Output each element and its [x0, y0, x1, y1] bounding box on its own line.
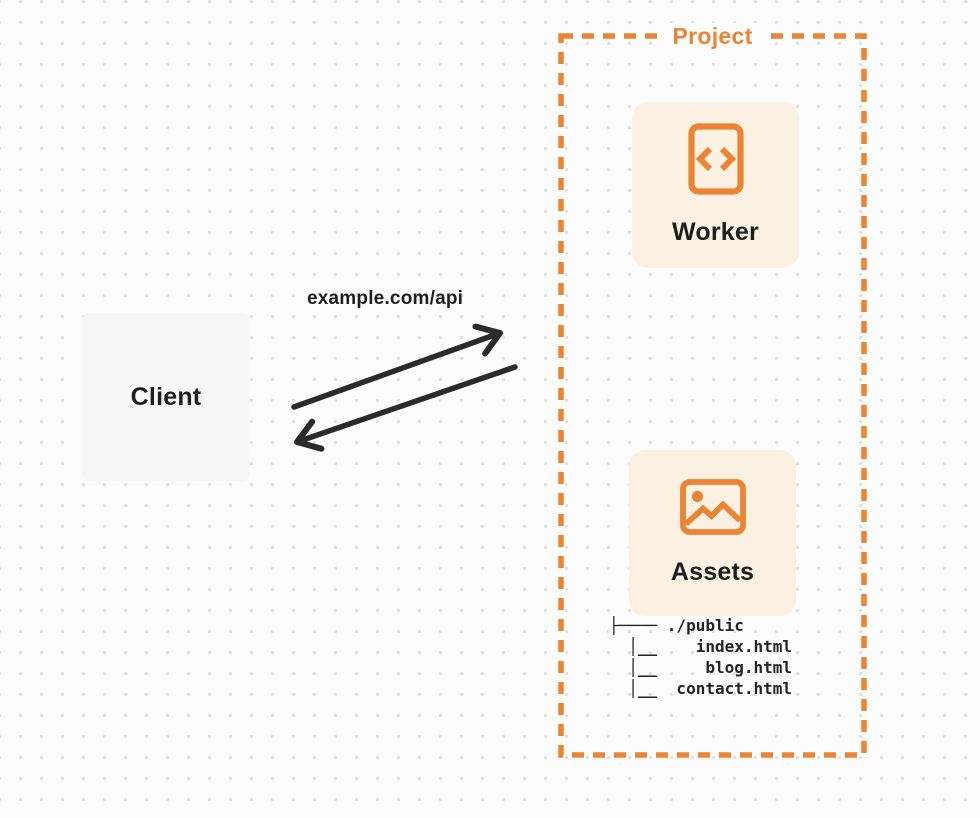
- assets-node: Assets: [629, 450, 796, 616]
- client-node: Client: [82, 313, 250, 481]
- worker-label: Worker: [672, 218, 759, 246]
- code-file-icon: [687, 123, 744, 195]
- client-label: Client: [130, 382, 202, 411]
- worker-node: Worker: [632, 102, 799, 268]
- assets-file-tree: ├──── ./public │__ index.html │__ blog.h…: [609, 616, 793, 698]
- request-url-label: example.com/api: [307, 288, 464, 309]
- assets-label: Assets: [670, 558, 755, 586]
- image-icon: [679, 479, 746, 535]
- response-arrow: [293, 364, 518, 452]
- request-arrow: [291, 323, 504, 410]
- project-label: Project: [663, 22, 762, 50]
